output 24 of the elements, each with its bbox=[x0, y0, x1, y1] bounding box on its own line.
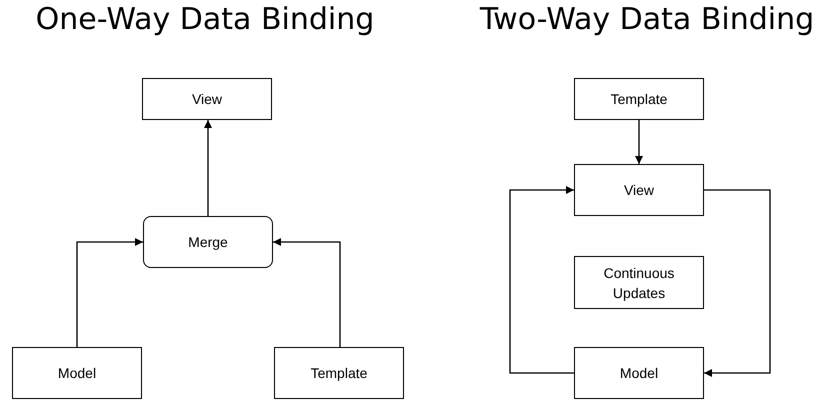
node-label: Template bbox=[610, 90, 668, 109]
node-label: View bbox=[624, 181, 654, 200]
node-label: Model bbox=[620, 364, 658, 383]
diagram-heading: Two-Way Data Binding bbox=[480, 2, 814, 37]
node-label: Continuous Updates bbox=[602, 264, 676, 302]
process-box bbox=[574, 78, 704, 120]
node-label: View bbox=[192, 90, 222, 109]
process-box bbox=[274, 347, 404, 399]
arrow bbox=[273, 238, 341, 347]
process-box bbox=[574, 164, 704, 216]
process-box bbox=[142, 78, 272, 120]
arrow bbox=[635, 120, 643, 164]
arrow bbox=[509, 186, 574, 374]
diagram-heading: One-Way Data Binding bbox=[36, 2, 374, 37]
node-label: Merge bbox=[188, 233, 228, 252]
process-box bbox=[12, 347, 142, 399]
arrow bbox=[204, 120, 212, 216]
arrow bbox=[704, 189, 771, 377]
rounded-process-box bbox=[143, 216, 273, 268]
process-box bbox=[574, 347, 704, 399]
node-label: Template bbox=[310, 364, 368, 383]
process-box bbox=[574, 256, 704, 309]
node-label: Model bbox=[58, 364, 96, 383]
arrow bbox=[76, 238, 143, 347]
